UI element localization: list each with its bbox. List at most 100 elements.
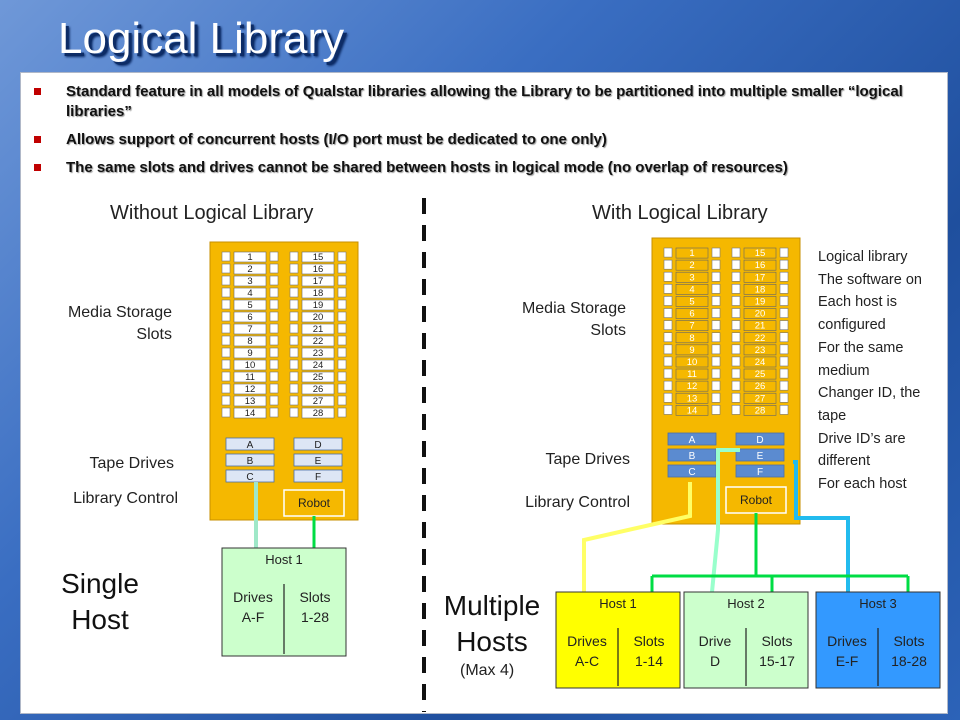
right-host2-slots-value: 15-17 (759, 653, 795, 669)
storage-slot (743, 247, 777, 259)
slot-tab (711, 356, 721, 367)
slot-number: 6 (247, 312, 252, 323)
slide-title: Logical Library (58, 14, 345, 63)
slot-tab (289, 347, 299, 358)
storage-slot (675, 320, 709, 332)
slot-number: 27 (755, 393, 766, 404)
slot-number: 12 (245, 384, 256, 395)
storage-slot (301, 299, 335, 311)
storage-slot (743, 271, 777, 283)
storage-slot (233, 275, 267, 287)
slot-tab (731, 296, 741, 306)
host1-drive-link (582, 482, 692, 592)
storage-slot (675, 404, 709, 416)
slot-tab (779, 404, 789, 415)
storage-slot (301, 347, 335, 359)
left-heading: Without Logical Library (110, 202, 314, 224)
slot-number: 6 (689, 309, 694, 320)
slot-tab (289, 395, 299, 406)
left-host-slots-value: 1-28 (301, 609, 329, 625)
slot-number: 2 (689, 260, 694, 271)
slot-tab (269, 299, 279, 310)
slot-number: 15 (313, 252, 324, 263)
slot-tab (731, 332, 741, 343)
right-host1-title: Host 1 (599, 596, 637, 611)
slot-tab (711, 368, 721, 379)
slot-number: 18 (313, 288, 324, 299)
storage-slot (233, 371, 267, 383)
slot-tab (269, 323, 279, 334)
slot-tab (269, 407, 279, 418)
right-heading: With Logical Library (592, 202, 768, 224)
tape-drive (735, 448, 785, 462)
slot-number: 16 (313, 264, 324, 275)
storage-slot (675, 283, 709, 295)
slot-tab (779, 332, 789, 343)
slot-number: 16 (755, 260, 766, 271)
slot-number: 1 (689, 248, 694, 259)
slot-tab (269, 275, 279, 286)
slot-tab (711, 296, 721, 306)
slot-number: 11 (687, 369, 697, 380)
slot-tab (289, 275, 299, 286)
slot-number: 20 (755, 309, 766, 320)
slot-tab (337, 335, 347, 346)
drive-letter: A (247, 440, 254, 451)
storage-slot (233, 359, 267, 371)
storage-slot (233, 251, 267, 263)
slot-tab (779, 247, 789, 258)
slot-tab (663, 368, 673, 379)
slot-tab (221, 263, 231, 274)
slot-tab (221, 299, 231, 310)
storage-slot (743, 308, 777, 319)
storage-slot (233, 383, 267, 395)
right-host3-title: Host 3 (859, 596, 897, 611)
slot-tab (711, 392, 721, 403)
drive-letter: B (689, 451, 696, 462)
slot-tab (289, 263, 299, 274)
slot-number: 8 (247, 336, 252, 347)
storage-slot (675, 380, 709, 392)
storage-slot (233, 395, 267, 407)
storage-slot (675, 271, 709, 283)
storage-slot (233, 407, 267, 419)
slot-tab (289, 407, 299, 418)
slot-number: 4 (247, 288, 252, 299)
storage-slot (743, 332, 777, 344)
slot-tab (663, 344, 673, 355)
slot-tab (663, 283, 673, 294)
slot-tab (221, 323, 231, 334)
left-host-slots-label: Slots (299, 589, 330, 605)
storage-slot (743, 344, 777, 356)
slot-tab (779, 283, 789, 294)
slot-tab (779, 296, 789, 306)
slot-tab (337, 311, 347, 322)
slot-tab (779, 320, 789, 331)
slot-tab (731, 356, 741, 367)
tape-drive (293, 437, 343, 451)
storage-slot (301, 407, 335, 419)
slot-tab (289, 323, 299, 334)
slot-number: 7 (247, 324, 252, 335)
tape-drive (735, 432, 785, 446)
slot-tab (779, 344, 789, 355)
storage-slot (301, 359, 335, 371)
storage-slot (233, 323, 267, 335)
storage-slot (743, 380, 777, 392)
slot-tab (221, 287, 231, 298)
slot-tab (779, 259, 789, 270)
slot-number: 5 (689, 297, 694, 308)
storage-slot (743, 259, 777, 271)
slot-number: 28 (755, 405, 766, 416)
drive-letter: D (756, 435, 763, 446)
slot-tab (779, 380, 789, 391)
slot-tab (269, 395, 279, 406)
storage-slot (301, 251, 335, 263)
storage-slot (233, 335, 267, 347)
slot-tab (337, 287, 347, 298)
storage-slot (301, 371, 335, 383)
left-host-drives-label: Drives (233, 589, 273, 605)
storage-slot (233, 263, 267, 275)
slot-tab (731, 392, 741, 403)
